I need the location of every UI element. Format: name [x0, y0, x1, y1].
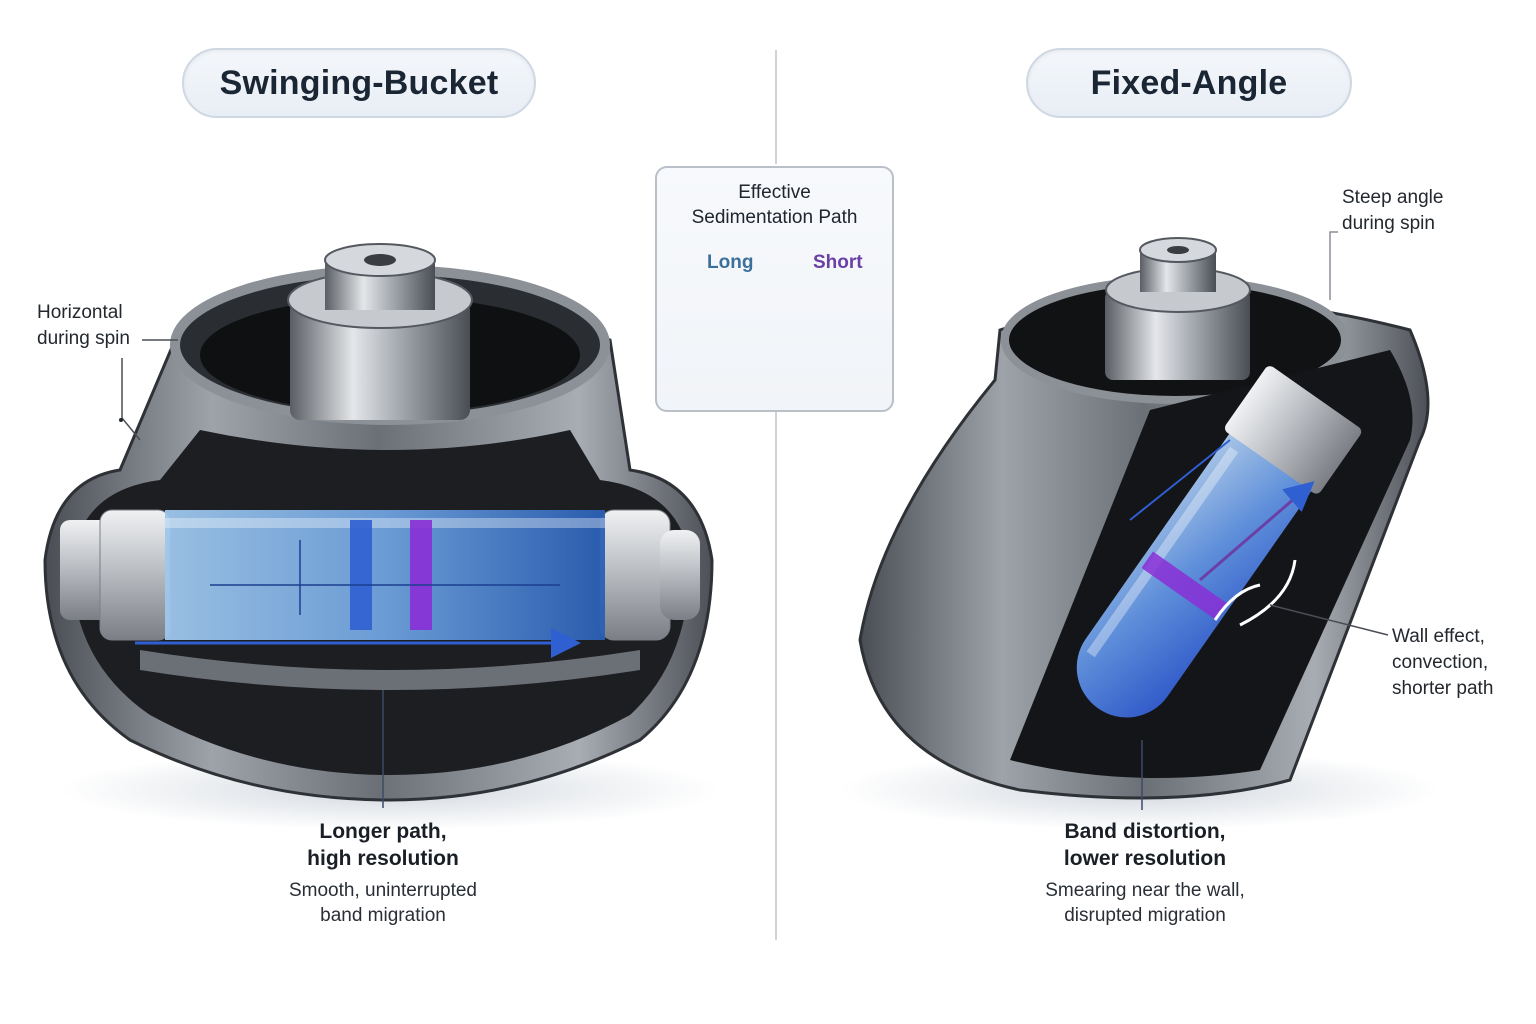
inset-title-line1: Effective — [738, 182, 811, 203]
callout-line: Wall effect, — [1392, 626, 1485, 647]
caption-detail: Smooth, uninterrupted — [288, 880, 477, 901]
steep-angle-callout: Steep angle during spin — [1342, 185, 1443, 237]
inset-title-line2: Sedimentation Path — [691, 207, 858, 228]
center-divider-top — [775, 50, 777, 164]
caption-headline: lower resolution — [1063, 847, 1227, 870]
long-label: Long — [707, 252, 754, 273]
callout-line: Steep angle — [1342, 187, 1444, 208]
callout-line: Horizontal — [37, 302, 123, 323]
swinging-bucket-rotor — [43, 243, 720, 830]
short-label: Short — [813, 252, 863, 273]
caption-headline: Band distortion, — [1064, 820, 1226, 843]
wall-effect-callout: Wall effect, convection, shorter path — [1392, 624, 1493, 702]
caption-detail: disrupted migration — [1064, 905, 1226, 926]
swinging-bucket-caption: Longer path, high resolution Smooth, uni… — [243, 818, 523, 928]
center-divider-bottom — [775, 412, 777, 940]
caption-headline: high resolution — [307, 847, 459, 870]
callout-line: during spin — [37, 328, 130, 349]
caption-detail: band migration — [320, 905, 446, 926]
callout-line: convection, — [1392, 652, 1489, 673]
caption-detail: Smearing near the wall, — [1045, 880, 1245, 901]
callout-line: during spin — [1342, 213, 1435, 234]
swinging-bucket-title: Swinging-Bucket — [182, 48, 536, 118]
fixed-angle-caption: Band distortion, lower resolution Smeari… — [1000, 818, 1290, 928]
horizontal-callout: Horizontal during spin — [37, 300, 130, 352]
inset-title: Effective Sedimentation Path — [657, 180, 892, 230]
sedimentation-path-inset: Effective Sedimentation Path Long Short — [655, 166, 894, 412]
callout-line: shorter path — [1392, 678, 1494, 699]
fixed-angle-title: Fixed-Angle — [1026, 48, 1352, 118]
caption-headline: Longer path, — [319, 820, 447, 843]
fixed-angle-rotor — [840, 231, 1440, 830]
